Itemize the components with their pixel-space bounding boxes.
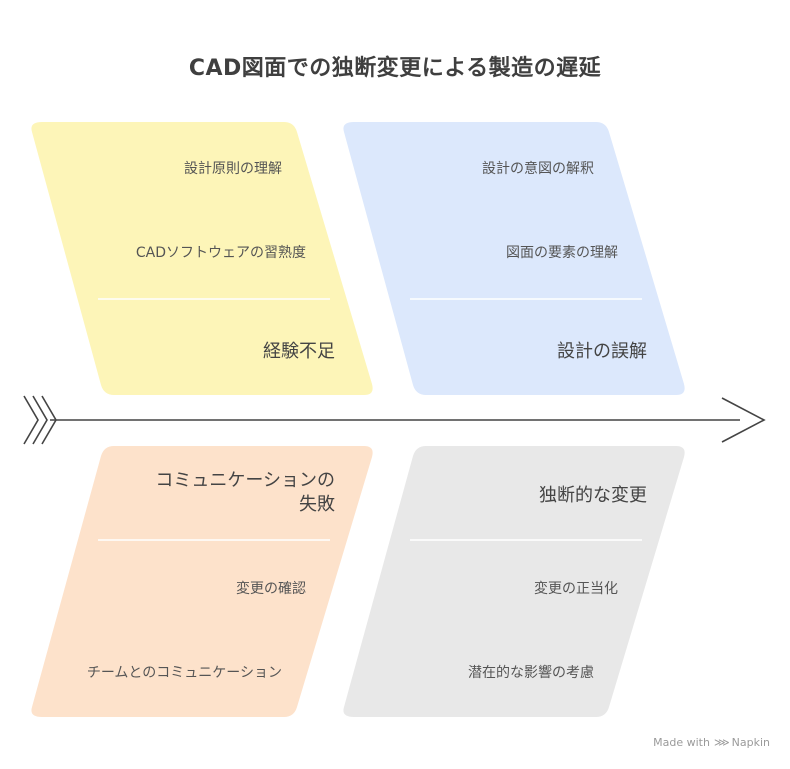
cause-label: CADソフトウェアの習熟度: [135, 245, 306, 261]
cause-label: 図面の要素の理解: [506, 245, 618, 261]
category-box-experience: [31, 122, 373, 395]
category-heading-arbitrary: 独断的な変更: [539, 485, 647, 506]
category-heading-misunderstanding: 設計の誤解: [557, 341, 647, 362]
cause-label: 設計の意図の解釈: [482, 161, 594, 177]
cause-label: 変更の確認: [236, 581, 306, 597]
category-heading-line: コミュニケーションの: [155, 470, 335, 491]
category-heading-communication: コミュニケーションの 失敗: [155, 469, 335, 517]
watermark-brand: Napkin: [731, 736, 770, 749]
spine-arrow: [23, 395, 766, 445]
cause-label: 設計原則の理解: [184, 161, 282, 177]
watermark-made-with: Made with: [653, 736, 710, 749]
category-heading-experience: 経験不足: [263, 341, 335, 362]
category-heading-line: 失敗: [299, 494, 335, 515]
cause-label: チームとのコミュニケーション: [86, 665, 282, 681]
arrow-head-icon: [721, 397, 766, 443]
cause-label: 潜在的な影響の考慮: [468, 665, 594, 681]
napkin-logo-icon: ⋙: [713, 736, 730, 749]
page-title: CAD図面での独断変更による製造の遅延: [188, 56, 602, 81]
category-box-communication: [31, 446, 373, 717]
category-box-misunderstanding: [343, 122, 685, 395]
watermark[interactable]: Made with⋙Napkin: [653, 736, 770, 749]
category-box-arbitrary: [343, 446, 685, 717]
cause-label: 変更の正当化: [534, 581, 618, 597]
